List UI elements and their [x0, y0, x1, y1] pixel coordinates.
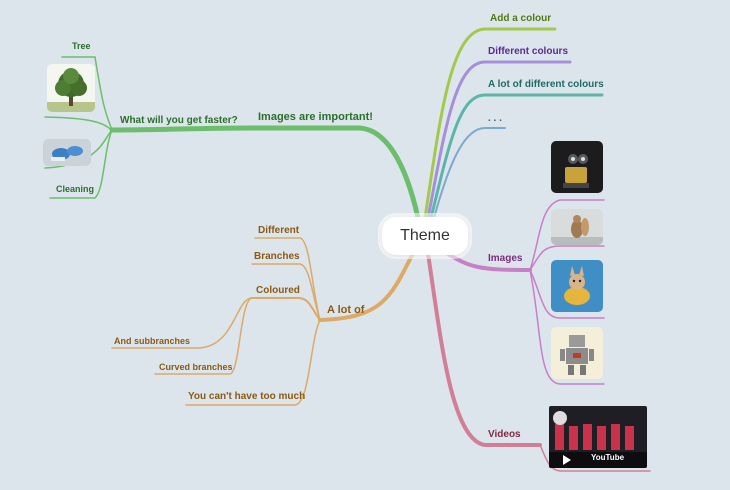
a-lot-of-branch	[111, 237, 414, 406]
topic-images-important[interactable]: Images are important!	[258, 111, 373, 123]
topic-what-faster[interactable]: What will you get faster?	[120, 115, 238, 126]
dog-photo-icon[interactable]	[551, 260, 603, 312]
squirrel-photo-icon[interactable]	[551, 209, 603, 245]
topic-different[interactable]: Different	[258, 225, 300, 236]
videos-branch	[426, 252, 651, 472]
cleaning-gloves-photo-icon[interactable]	[43, 139, 91, 166]
tree-photo-icon[interactable]	[47, 64, 95, 112]
topic-curved-branches[interactable]: Curved branches	[159, 362, 233, 372]
topic-dots[interactable]: . . .	[488, 113, 502, 124]
play-icon	[563, 455, 571, 465]
topic-add-colour[interactable]: Add a colour	[490, 13, 552, 24]
topic-tree[interactable]: Tree	[72, 41, 91, 51]
topic-subbranches[interactable]: And subbranches	[114, 336, 191, 346]
topic-cleaning[interactable]: Cleaning	[56, 184, 95, 194]
topic-images[interactable]: Images	[488, 253, 523, 264]
topic-lot-colours[interactable]: A lot of different colours	[488, 79, 604, 90]
colour-branches	[423, 27, 604, 220]
video-thumbnail-icon[interactable]: YouTube	[549, 406, 647, 468]
topic-a-lot-of[interactable]: A lot of	[327, 304, 365, 316]
topic-coloured[interactable]: Coloured	[256, 285, 300, 296]
robot-walle-photo-icon[interactable]	[551, 141, 603, 193]
topic-too-much[interactable]: You can't have too much	[188, 391, 306, 402]
central-topic[interactable]: Theme	[382, 217, 468, 255]
images-branch	[443, 199, 605, 385]
youtube-label: YouTube	[591, 453, 625, 462]
toy-robot-photo-icon[interactable]	[551, 327, 603, 379]
green-branch	[44, 56, 421, 221]
topic-branches[interactable]: Branches	[254, 251, 300, 262]
topic-videos[interactable]: Videos	[488, 429, 521, 440]
topic-different-colours[interactable]: Different colours	[488, 46, 569, 57]
